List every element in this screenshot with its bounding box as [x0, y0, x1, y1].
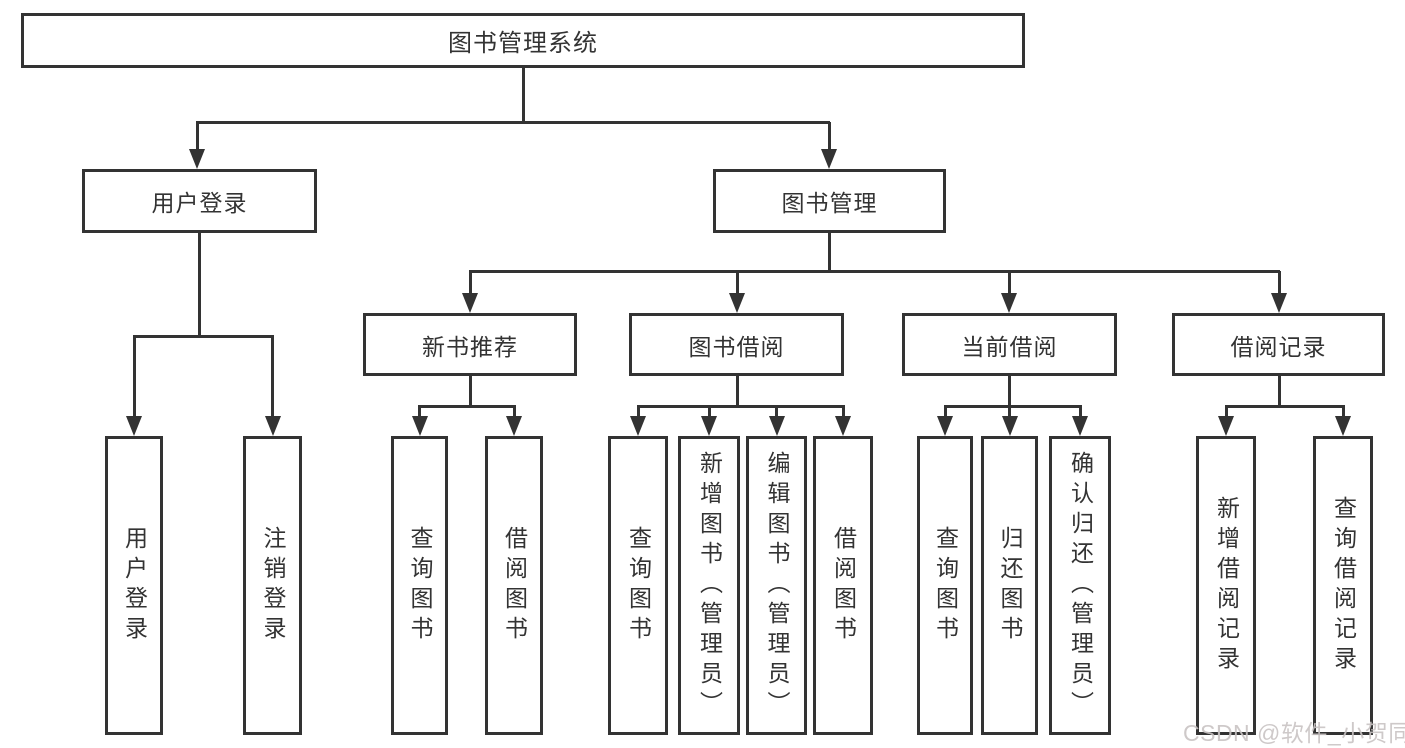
arrow-down-icon	[1271, 293, 1287, 313]
arrow-down-icon	[462, 293, 478, 313]
arrow-down-icon	[506, 416, 522, 436]
node-label: 借阅记录	[1230, 333, 1327, 360]
node-label: 新增借阅记录	[1213, 495, 1240, 676]
connector-line	[1008, 406, 1011, 416]
node-label: 图书借阅	[688, 333, 785, 360]
node-book-management: 图书管理	[713, 169, 946, 233]
connector-line	[636, 406, 640, 416]
arrow-down-icon	[835, 416, 851, 436]
connector-line	[468, 269, 1280, 273]
arrow-down-icon	[937, 416, 953, 436]
node-label: 当前借阅	[961, 333, 1058, 360]
node-label: 用户登录	[151, 190, 248, 216]
leaf-query-books-3: 查询图书	[917, 436, 973, 735]
node-label: 借阅图书	[830, 525, 857, 646]
node-label: 归还图书	[997, 525, 1023, 646]
leaf-query-books-2: 查询图书	[608, 436, 668, 735]
connector-line	[636, 404, 845, 408]
connector-line	[1341, 406, 1345, 416]
connector-line	[132, 334, 274, 338]
connector-line	[1277, 271, 1281, 293]
leaf-query-borrow-record: 查询借阅记录	[1313, 436, 1373, 735]
leaf-edit-books-admin: 编辑图书（管理员）	[746, 436, 807, 735]
connector-line	[735, 376, 739, 406]
arrow-down-icon	[630, 416, 646, 436]
arrow-down-icon	[768, 416, 785, 436]
connector-line	[827, 122, 831, 151]
connector-line	[418, 404, 516, 408]
arrow-down-icon	[1001, 293, 1017, 313]
node-borrow-records: 借阅记录	[1172, 313, 1385, 376]
arrow-down-icon	[1001, 416, 1018, 436]
connector-line	[1078, 406, 1082, 416]
node-current-borrow: 当前借阅	[902, 313, 1117, 376]
connector-line	[1277, 376, 1281, 406]
connector-line	[841, 406, 845, 416]
leaf-query-books-1: 查询图书	[391, 436, 448, 735]
node-label: 查询图书	[625, 525, 652, 646]
connector-line	[197, 233, 201, 336]
connector-line	[468, 376, 472, 406]
arrow-down-icon	[729, 293, 745, 313]
arrow-down-icon	[1218, 416, 1234, 436]
arrow-down-icon	[189, 149, 205, 169]
node-label: 查询借阅记录	[1330, 495, 1357, 676]
leaf-add-borrow-record: 新增借阅记录	[1196, 436, 1256, 735]
node-label: 注销登录	[260, 525, 286, 646]
connector-line	[196, 120, 830, 124]
node-new-book-recommend: 新书推荐	[363, 313, 577, 376]
arrow-down-icon	[126, 416, 142, 436]
leaf-borrow-books-1: 借阅图书	[485, 436, 543, 735]
arrow-down-icon	[701, 416, 717, 436]
node-label: 借阅图书	[501, 525, 528, 646]
connector-line	[468, 271, 472, 293]
arrow-down-icon	[1335, 416, 1351, 436]
connector-line	[775, 406, 778, 416]
arrow-down-icon	[821, 149, 837, 169]
node-label: 查询图书	[932, 525, 959, 646]
connector-line	[132, 336, 136, 416]
connector-line	[418, 406, 421, 416]
node-user-login: 用户登录	[82, 169, 317, 233]
connector-line	[1224, 406, 1228, 416]
connector-line	[512, 406, 516, 416]
leaf-borrow-books-2: 借阅图书	[813, 436, 873, 735]
arrow-down-icon	[411, 416, 428, 436]
connector-line	[735, 271, 739, 293]
connector-line	[1007, 376, 1011, 406]
connector-line	[943, 404, 1082, 408]
node-label: 新增图书（管理员）	[696, 450, 723, 721]
node-label: 图书管理	[781, 190, 878, 216]
node-label: 确认归还（管理员）	[1067, 450, 1094, 721]
connector-line	[195, 122, 199, 151]
connector-line	[1007, 271, 1011, 293]
connector-line	[827, 233, 831, 271]
node-root-system: 图书管理系统	[21, 13, 1025, 68]
connector-line	[943, 406, 947, 416]
node-label: 新书推荐	[422, 333, 518, 360]
node-label: 编辑图书（管理员）	[764, 450, 790, 721]
connector-line	[1224, 404, 1345, 408]
leaf-logout: 注销登录	[243, 436, 302, 735]
connector-line	[271, 336, 274, 416]
leaf-confirm-return-admin: 确认归还（管理员）	[1049, 436, 1111, 735]
leaf-user-login: 用户登录	[105, 436, 163, 735]
node-label: 图书管理系统	[448, 30, 598, 57]
node-book-borrow: 图书借阅	[629, 313, 844, 376]
arrow-down-icon	[264, 416, 281, 436]
node-label: 用户登录	[121, 525, 148, 646]
arrow-down-icon	[1072, 416, 1088, 436]
csdn-watermark: CSDN @软件_小贺同学	[1183, 720, 1405, 746]
node-label: 查询图书	[407, 525, 433, 646]
leaf-return-books: 归还图书	[981, 436, 1038, 735]
connector-line	[707, 406, 711, 416]
connector-line	[521, 68, 525, 122]
leaf-add-books-admin: 新增图书（管理员）	[678, 436, 740, 735]
